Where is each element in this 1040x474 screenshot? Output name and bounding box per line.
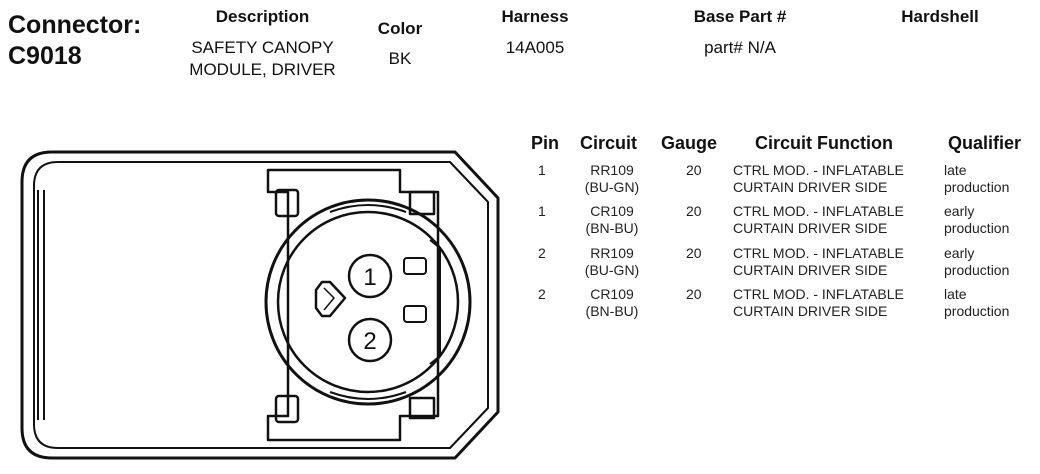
housing-inner-outline bbox=[33, 161, 489, 449]
circuit-code: RR109 bbox=[590, 162, 634, 178]
table-row-2-gauge: 20 bbox=[686, 203, 702, 219]
function-line-2: CURTAIN DRIVER SIDE bbox=[733, 303, 888, 319]
table-row-1-function: CTRL MOD. - INFLATABLE CURTAIN DRIVER SI… bbox=[733, 162, 904, 196]
table-row-2-function: CTRL MOD. - INFLATABLE CURTAIN DRIVER SI… bbox=[733, 203, 904, 237]
hardshell-label: Hardshell bbox=[901, 7, 979, 26]
harness-value: 14A005 bbox=[505, 38, 565, 57]
col-header-circuit-function: Circuit Function bbox=[755, 133, 893, 153]
col-header-pin: Pin bbox=[531, 133, 560, 153]
function-line-1: CTRL MOD. - INFLATABLE bbox=[733, 286, 904, 302]
polarization-key bbox=[314, 280, 347, 318]
col-header-gauge: Gauge bbox=[661, 133, 718, 153]
description-line-2: MODULE, DRIVER bbox=[189, 60, 336, 79]
table-row-2-pin: 1 bbox=[538, 203, 546, 219]
harness-label: Harness bbox=[501, 7, 569, 26]
inner-frame bbox=[266, 168, 440, 442]
description-label: Description bbox=[215, 7, 310, 26]
receptacle-inner-ring bbox=[276, 210, 460, 394]
base-part-label: Base Part # bbox=[693, 7, 787, 26]
color-value: BK bbox=[388, 49, 412, 68]
function-line-2: CURTAIN DRIVER SIDE bbox=[733, 179, 888, 195]
table-row-2-qualifier: early production bbox=[944, 203, 1009, 237]
circuit-code: CR109 bbox=[590, 286, 634, 302]
pin-cavity-2 bbox=[347, 317, 393, 363]
qualifier-line-1: early bbox=[944, 203, 975, 219]
table-row-1-circuit: RR109 (BU-GN) bbox=[572, 162, 652, 196]
table-row-1-qualifier: late production bbox=[944, 162, 1009, 196]
qualifier-line-2: production bbox=[944, 220, 1010, 236]
connector-heading: Connector: C9018 bbox=[8, 10, 141, 72]
qualifier-line-2: production bbox=[944, 179, 1010, 195]
circuit-code: RR109 bbox=[590, 245, 634, 261]
col-header-qualifier: Qualifier bbox=[948, 133, 1022, 153]
qualifier-line-2: production bbox=[944, 303, 1010, 319]
pin-label-2: 2 bbox=[363, 328, 376, 355]
qualifier-line-1: early bbox=[944, 245, 975, 261]
color-label: Color bbox=[377, 19, 423, 38]
table-row-3-gauge: 20 bbox=[686, 245, 702, 261]
table-row-1-pin: 1 bbox=[538, 162, 546, 178]
table-row-4-gauge: 20 bbox=[686, 286, 702, 302]
description-value: SAFETY CANOPY MODULE, DRIVER bbox=[165, 37, 360, 81]
receptacle-outer-ring bbox=[264, 198, 472, 406]
table-row-4-circuit: CR109 (BN-BU) bbox=[572, 286, 652, 320]
qualifier-line-1: late bbox=[944, 162, 967, 178]
latch-tab-bottom bbox=[274, 394, 300, 424]
connector-id: C9018 bbox=[8, 42, 82, 70]
housing-outline bbox=[20, 150, 500, 460]
col-header-circuit: Circuit bbox=[580, 133, 638, 153]
table-row-2-circuit: CR109 (BN-BU) bbox=[572, 203, 652, 237]
table-row-4-qualifier: late production bbox=[944, 286, 1009, 320]
description-line-1: SAFETY CANOPY bbox=[191, 38, 334, 57]
connector-title: Connector: bbox=[8, 11, 142, 39]
circuit-color: (BN-BU) bbox=[585, 303, 639, 319]
circuit-code: CR109 bbox=[590, 203, 634, 219]
qualifier-line-1: late bbox=[944, 286, 967, 302]
pin-label-1: 1 bbox=[363, 264, 376, 291]
table-row-3-pin: 2 bbox=[538, 245, 546, 261]
function-line-1: CTRL MOD. - INFLATABLE bbox=[733, 245, 904, 261]
table-row-4-function: CTRL MOD. - INFLATABLE CURTAIN DRIVER SI… bbox=[733, 286, 904, 320]
connector-face-diagram: 1 2 bbox=[20, 150, 500, 460]
latch-tab-top bbox=[274, 188, 300, 218]
table-row-3-qualifier: early production bbox=[944, 245, 1009, 279]
table-row-1-gauge: 20 bbox=[686, 162, 702, 178]
function-line-2: CURTAIN DRIVER SIDE bbox=[733, 262, 888, 278]
table-row-3-circuit: RR109 (BU-GN) bbox=[572, 245, 652, 279]
qualifier-line-2: production bbox=[944, 262, 1010, 278]
circuit-color: (BU-GN) bbox=[584, 179, 640, 195]
circuit-color: (BN-BU) bbox=[585, 220, 639, 236]
pin-cavity-1 bbox=[347, 253, 393, 299]
base-part-value: part# N/A bbox=[704, 38, 776, 57]
table-row-4-pin: 2 bbox=[538, 286, 546, 302]
function-line-2: CURTAIN DRIVER SIDE bbox=[733, 220, 888, 236]
table-row-3-function: CTRL MOD. - INFLATABLE CURTAIN DRIVER SI… bbox=[733, 245, 904, 279]
function-line-1: CTRL MOD. - INFLATABLE bbox=[733, 203, 904, 219]
function-line-1: CTRL MOD. - INFLATABLE bbox=[733, 162, 904, 178]
circuit-color: (BU-GN) bbox=[584, 262, 640, 278]
